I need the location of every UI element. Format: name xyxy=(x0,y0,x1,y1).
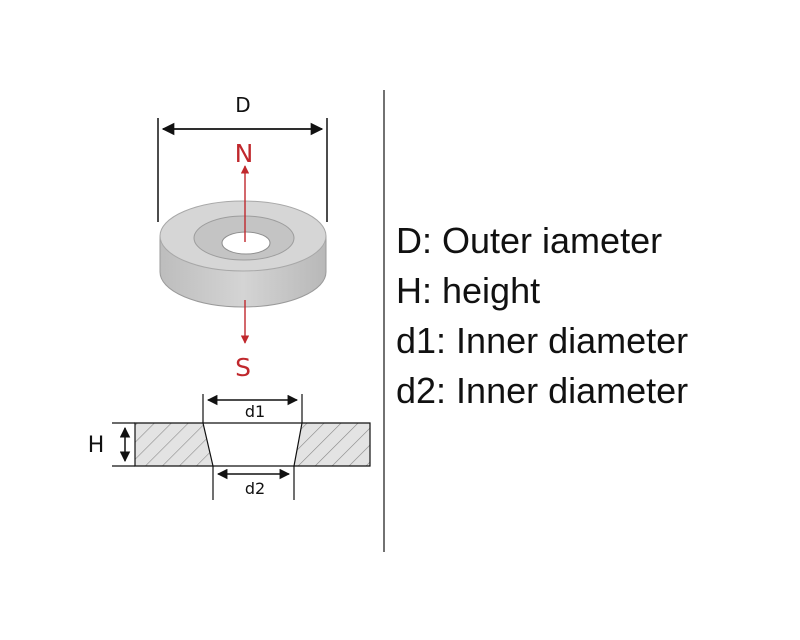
outer-diameter-dimension: D xyxy=(157,93,328,222)
d1-label: d1 xyxy=(245,402,265,421)
legend-outer-diameter: D: Outer iameter xyxy=(396,220,663,261)
north-pole-label: N xyxy=(235,139,254,168)
legend-inner-diameter-d1: d1: Inner diameter xyxy=(396,320,689,361)
legend-height: H: height xyxy=(396,270,541,311)
legend-inner-diameter-d2: d2: Inner diameter xyxy=(396,370,689,411)
ring-magnet-3d xyxy=(159,200,327,308)
d2-dimension: d2 xyxy=(212,466,295,500)
south-pole-label: S xyxy=(235,353,251,382)
cross-section xyxy=(134,422,371,467)
outer-diameter-label: D xyxy=(235,93,250,117)
d2-label: d2 xyxy=(245,479,265,498)
height-label: H xyxy=(88,433,105,458)
height-dimension: H xyxy=(88,422,135,467)
d1-dimension: d1 xyxy=(202,394,303,423)
legend: D: Outer iameter H: height d1: Inner dia… xyxy=(396,216,688,416)
